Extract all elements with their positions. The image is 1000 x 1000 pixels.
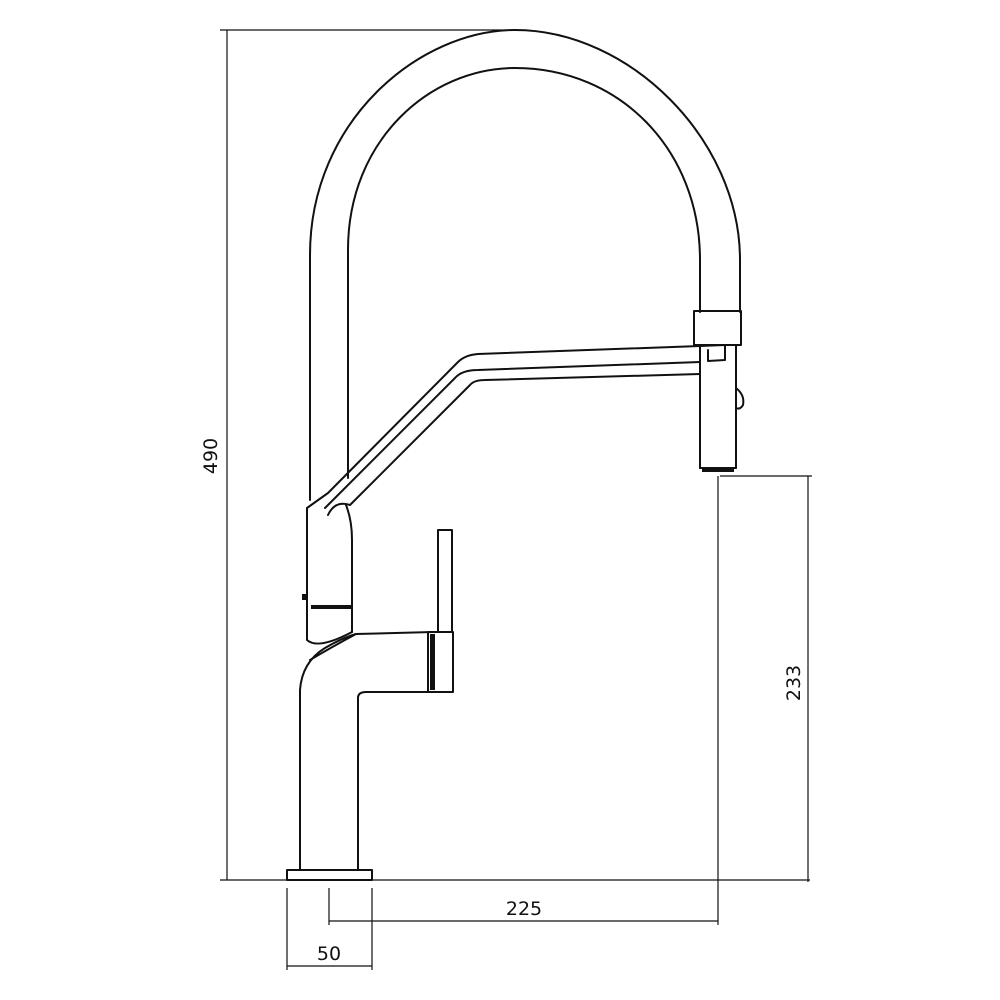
spout-arm-groove <box>324 361 701 509</box>
spray-head-nozzle-face <box>702 468 734 472</box>
lever-handle <box>427 529 454 693</box>
hose-outer <box>309 29 741 501</box>
hose-inner <box>347 67 701 479</box>
spout-arm <box>306 344 726 516</box>
spout-arm-top <box>306 345 701 516</box>
dimension-reach: 225 <box>328 476 719 925</box>
side-button <box>302 594 306 600</box>
body-outer-contour <box>299 631 434 871</box>
lever-stick <box>437 529 453 633</box>
upper-body <box>302 504 353 645</box>
upper-body-outer <box>306 514 353 645</box>
body-ring <box>311 605 352 609</box>
upper-body-right <box>345 504 353 633</box>
body-inner-contour <box>357 691 434 871</box>
dimension-label-490: 490 <box>200 438 222 474</box>
base-plate <box>286 869 373 881</box>
dimension-height-total: 490 <box>200 29 505 880</box>
lower-body <box>299 631 434 871</box>
spray-head-body <box>699 344 737 469</box>
spray-head-trigger <box>735 387 745 410</box>
dimension-label-50: 50 <box>317 943 341 965</box>
dimension-label-233: 233 <box>783 665 805 701</box>
dimension-spout-height: 233 <box>720 475 812 882</box>
spray-head-collar <box>693 310 742 346</box>
spout-arm-bottom <box>327 373 701 516</box>
spray-head <box>693 310 745 472</box>
dimension-label-225: 225 <box>506 898 542 920</box>
dimension-base-width: 50 <box>286 888 373 970</box>
hose <box>309 29 741 501</box>
spout-clip <box>699 344 726 362</box>
lever-hub-shade <box>430 634 435 690</box>
body-shoulder-line <box>309 633 357 661</box>
